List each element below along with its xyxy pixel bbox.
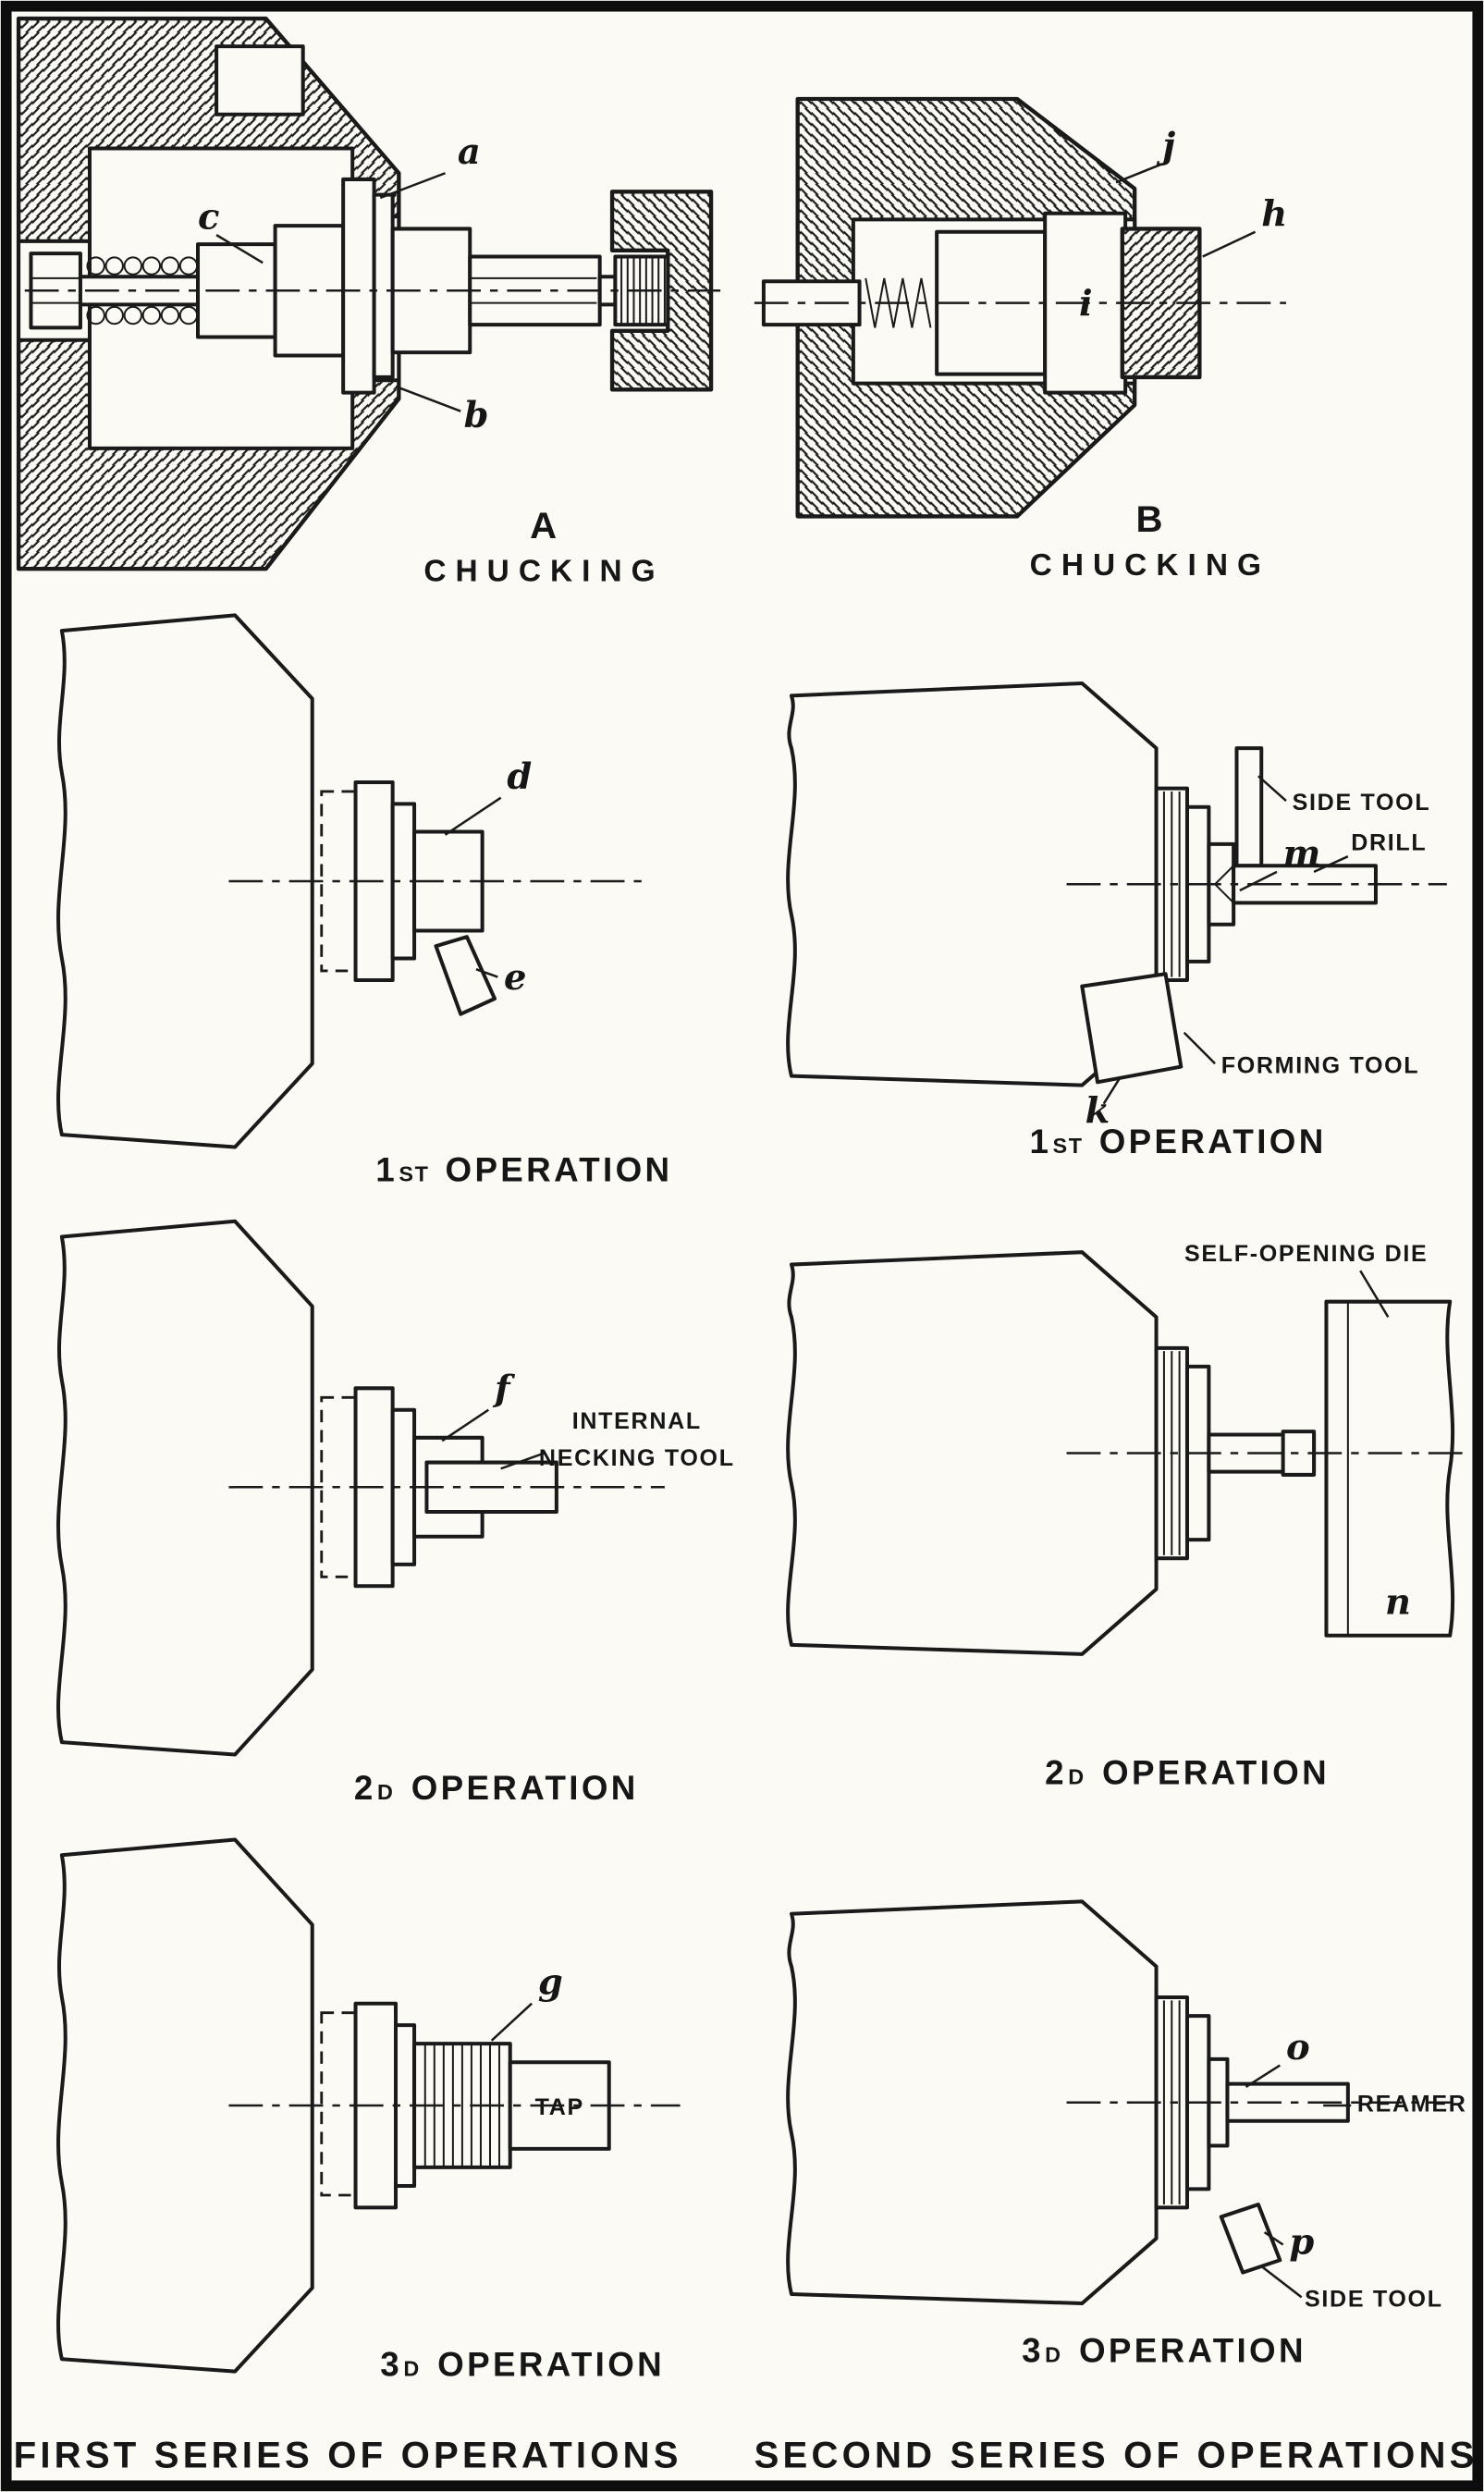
caption-number: 2 — [1045, 1753, 1067, 1791]
leader-necking-tool — [500, 1452, 545, 1470]
caption-word: OPERATION — [1102, 1753, 1330, 1791]
caption-number: 2 — [354, 1769, 376, 1807]
chuck-outline — [786, 1250, 1159, 1656]
caption-word: OPERATION — [411, 1769, 639, 1807]
leader-side-tool — [1260, 2265, 1303, 2299]
label-side-tool: SIDE TOOL — [1293, 790, 1431, 816]
caption-op3-left: 3 D OPERATION — [380, 2346, 665, 2384]
caption-ordinal: D — [403, 2357, 421, 2381]
leader-e — [475, 968, 498, 978]
leader-a — [379, 172, 446, 200]
label-forming-tool: FORMING TOOL — [1221, 1052, 1420, 1078]
first-series-op2-panel: f INTERNAL NECKING TOOL 2 D OPERATION — [56, 1219, 735, 1807]
chuck-outline — [786, 1899, 1159, 2306]
screw-head-bracket — [597, 190, 714, 392]
chucking-a-panel: a c b A CHUCKING — [16, 16, 721, 589]
label-drill: DRILL — [1351, 830, 1427, 856]
caption-number: 3 — [1022, 2332, 1044, 2370]
leader-p — [1263, 2231, 1284, 2246]
caption-number: 3 — [380, 2346, 402, 2384]
leader-f — [441, 1408, 490, 1442]
label-necking-tool: NECKING TOOL — [539, 1445, 735, 1471]
second-series-title: SECOND SERIES OF OPERATIONS — [754, 2434, 1478, 2475]
first-series-op3-panel: TAP g 3 D OPERATION — [56, 1837, 681, 2384]
leader-side-tool — [1257, 775, 1287, 802]
second-series-op3-panel: o REAMER p SIDE TOOL 3 D OPERATION — [786, 1899, 1467, 2370]
leader-k — [1102, 1078, 1121, 1105]
hidden-collet — [320, 2011, 357, 2197]
first-series-op1-panel: d e 1 ST OPERATION — [56, 613, 673, 1188]
leader-drill — [1313, 855, 1349, 874]
leader-b — [395, 385, 461, 412]
caption-number: 1 — [1029, 1123, 1051, 1160]
leader-die — [1359, 1270, 1390, 1319]
label-n: n — [1385, 1581, 1411, 1623]
caption-chucking-b: CHUCKING — [1030, 548, 1270, 583]
leader-c — [215, 234, 264, 264]
caption-op2-right: 2 D OPERATION — [1045, 1753, 1330, 1791]
panel-letter-a: A — [530, 505, 558, 546]
caption-number: 1 — [375, 1150, 398, 1188]
first-series-title: FIRST SERIES OF OPERATIONS — [14, 2434, 682, 2475]
caption-ordinal: ST — [399, 1161, 429, 1185]
caption-word: OPERATION — [446, 1150, 673, 1188]
label-k: k — [1085, 1090, 1110, 1132]
cutoff-tool — [434, 935, 497, 1016]
leader-d — [444, 796, 502, 836]
caption-op3-right: 3 D OPERATION — [1022, 2332, 1306, 2370]
label-reamer: REAMER — [1357, 2092, 1467, 2118]
label-internal: INTERNAL — [572, 1408, 702, 1434]
label-h: h — [1261, 193, 1287, 235]
label-a: a — [458, 131, 481, 173]
label-e: e — [504, 957, 526, 999]
panel-letter-b: B — [1136, 498, 1165, 540]
side-tool-block — [1219, 2203, 1282, 2275]
self-opening-die-block — [1324, 1299, 1455, 1638]
caption-ordinal: D — [1068, 1764, 1085, 1788]
label-d: d — [507, 756, 532, 798]
chucking-b-panel: j h i B CHUCKING — [754, 96, 1287, 583]
chuck-top-pocket — [215, 44, 305, 117]
caption-word: OPERATION — [1079, 2332, 1306, 2370]
label-tap: TAP — [535, 2094, 584, 2120]
caption-op1-left: 1 ST OPERATION — [375, 1150, 673, 1188]
leader-g — [490, 2002, 533, 2042]
caption-word: OPERATION — [437, 2346, 665, 2384]
label-self-opening-die: SELF-OPENING DIE — [1184, 1241, 1428, 1267]
label-b: b — [464, 394, 489, 436]
label-o: o — [1286, 2027, 1310, 2068]
label-f: f — [492, 1369, 516, 1410]
leader-j — [1115, 163, 1163, 184]
second-series-op1-panel: SIDE TOOL m DRILL k FORMING TOOL 1 ST OP… — [786, 681, 1447, 1160]
leader-h — [1202, 230, 1257, 258]
label-c: c — [198, 196, 219, 238]
label-side-tool: SIDE TOOL — [1305, 2286, 1443, 2312]
second-series-op2-panel: SELF-OPENING DIE n 2 D OPERATION — [786, 1241, 1469, 1791]
side-tool-plate — [1234, 746, 1264, 868]
chuck-outline — [56, 1837, 314, 2374]
spring-coils — [86, 256, 199, 325]
label-j: j — [1156, 126, 1175, 167]
caption-ordinal: D — [377, 1780, 395, 1804]
leader-m — [1239, 870, 1278, 892]
leader-o — [1245, 2064, 1281, 2089]
label-i: i — [1079, 283, 1093, 325]
leader-forming-tool — [1183, 1031, 1216, 1065]
chuck-outline — [786, 681, 1159, 1087]
caption-op1-right: 1 ST OPERATION — [1029, 1123, 1327, 1160]
caption-ordinal: D — [1045, 2343, 1062, 2367]
caption-op2-left: 2 D OPERATION — [354, 1769, 639, 1807]
forming-tool-block — [1080, 972, 1184, 1085]
caption-word: OPERATION — [1099, 1123, 1327, 1160]
chuck-outline — [56, 613, 314, 1149]
caption-ordinal: ST — [1053, 1134, 1084, 1158]
label-m: m — [1283, 833, 1321, 875]
face-plate — [341, 177, 395, 395]
label-g: g — [538, 1962, 563, 2004]
label-p: p — [1289, 2222, 1314, 2264]
caption-chucking-a: CHUCKING — [423, 555, 664, 589]
chuck-outline — [56, 1219, 314, 1757]
